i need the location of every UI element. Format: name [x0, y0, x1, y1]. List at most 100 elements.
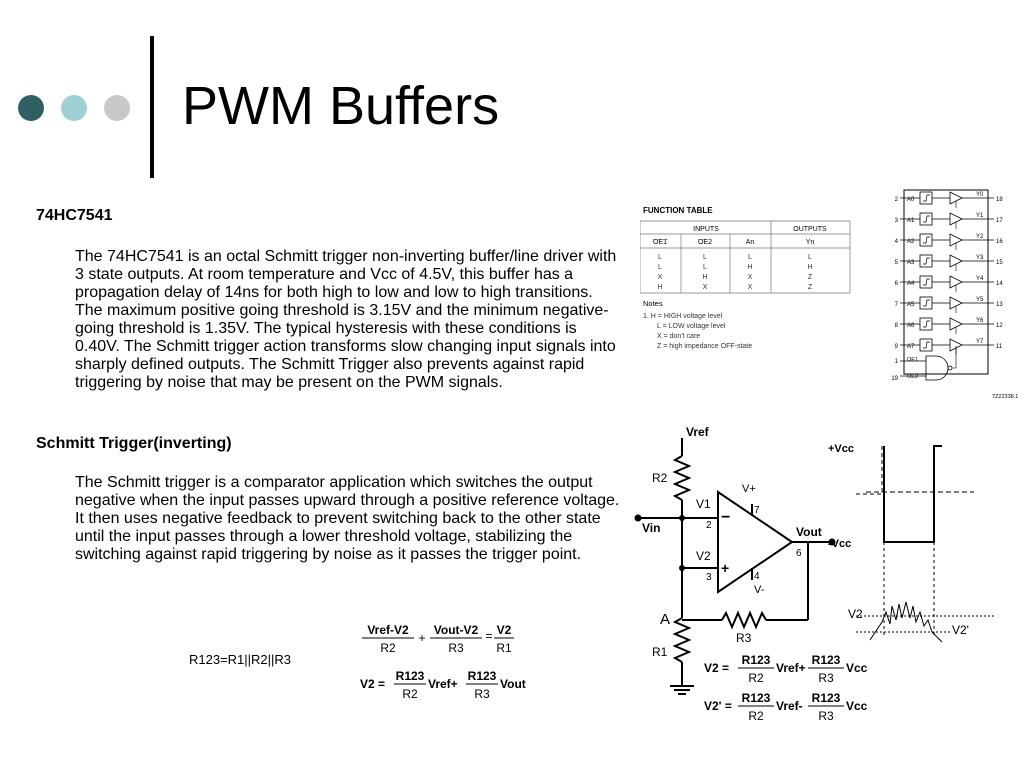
formula-term: Vref-: [776, 699, 803, 713]
ic-input-label: A5: [907, 302, 915, 308]
schmitt-symbol: [919, 254, 933, 268]
ic-pin-number: 5: [895, 260, 899, 266]
function-table-col-an: An: [746, 239, 755, 246]
function-table-outputs-header: OUTPUTS: [793, 226, 827, 233]
circuit-label-pin7: 7: [754, 505, 760, 516]
ic-output-label: Y1: [976, 213, 984, 219]
fraction-numerator: R123: [396, 669, 425, 683]
ic-pin-number: 18: [996, 197, 1003, 203]
ic-output-label: Y5: [976, 297, 984, 303]
fraction-denominator: R3: [474, 687, 490, 701]
section-heading-74hc7541: 74HC7541: [36, 207, 113, 224]
waveform-label-pos-vcc: +Vcc: [828, 443, 854, 455]
ic-output-label: Y3: [976, 255, 984, 261]
function-table-inputs-header: INPUTS: [693, 226, 719, 233]
ic-oe-label: OE2: [907, 374, 918, 380]
ic-input-label: A4: [907, 281, 915, 287]
ic-pin-number: 16: [996, 239, 1003, 245]
section-body-74hc7541: The 74HC7541 is an octal Schmitt trigger…: [75, 248, 617, 391]
table-cell: H: [807, 264, 812, 271]
section-heading-schmitt: Schmitt Trigger(inverting): [36, 435, 232, 452]
function-table-title: FUNCTION TABLE: [643, 206, 713, 215]
operator-plus: +: [418, 631, 425, 645]
fraction-numerator: Vout-V2: [434, 623, 479, 637]
formula-r123-text: R123=R1||R2||R3: [189, 652, 291, 667]
ic-pin-number: 14: [996, 281, 1003, 287]
schmitt-symbol: [919, 275, 933, 289]
table-cell: L: [808, 254, 812, 261]
circuit-label-v2: V2: [696, 549, 711, 563]
ic-input-label: A2: [907, 239, 915, 245]
fraction-numerator: R123: [812, 691, 841, 705]
ic-input-label: A1: [907, 218, 915, 224]
function-table-col-yn: Yn: [806, 239, 815, 246]
waveform-label-neg-vcc: -Vcc: [828, 538, 851, 550]
fraction-denominator: R3: [818, 709, 834, 723]
schmitt-trigger-circuit: Vref R2 V1 Vin V2 2 3 − + V+ 7 4 V- Vout…: [634, 425, 836, 695]
schmitt-symbol: [919, 296, 933, 310]
table-cell: H: [702, 274, 707, 281]
title-divider: [150, 36, 154, 178]
ic-output-label: Y0: [976, 192, 984, 198]
ic-pin-number: 1: [895, 359, 899, 365]
circuit-label-r1: R1: [652, 645, 668, 659]
ic-input-label: A3: [907, 260, 915, 266]
fraction-denominator: R2: [748, 671, 764, 685]
table-cell: L: [748, 254, 752, 261]
nor-gate-symbol: [925, 355, 949, 381]
ic-pin-number: 12: [996, 323, 1003, 329]
ic-output-label: Y4: [976, 276, 984, 282]
circuit-label-r2: R2: [652, 471, 668, 485]
function-table-notes-title: Notes: [643, 299, 663, 308]
schmitt-symbol: [919, 233, 933, 247]
table-cell: L: [658, 264, 662, 271]
ic-output-label: Y2: [976, 234, 984, 240]
table-cell: Z: [808, 284, 813, 291]
ic-pin-number: 19: [891, 376, 898, 382]
table-cell: L: [703, 264, 707, 271]
decor-dot-gray: [104, 95, 130, 121]
schmitt-symbol: [919, 317, 933, 331]
schmitt-symbol: [919, 212, 933, 226]
waveform-label-v2-prime: V2': [952, 623, 969, 637]
schmitt-symbol: [919, 338, 933, 352]
table-cell: H: [747, 264, 752, 271]
circuit-label-vout: Vout: [796, 525, 822, 539]
table-cell: L: [658, 254, 662, 261]
circuit-label-vin: Vin: [642, 521, 660, 535]
table-cell: L: [703, 254, 707, 261]
formula-lhs: V2 =: [360, 677, 385, 691]
fraction-denominator: R2: [402, 687, 418, 701]
ic-pin-number: 4: [895, 239, 899, 245]
formula-lhs: V2 =: [704, 661, 729, 675]
table-cell: X: [703, 284, 708, 291]
circuit-label-r3: R3: [736, 631, 752, 645]
ic-input-label: A6: [907, 323, 915, 329]
output-waveform: +Vcc -Vcc V2 V2': [828, 443, 994, 643]
function-table-notes: 1. H = HIGH voltage level L = LOW voltag…: [643, 313, 752, 350]
ic-oe-label: OE1: [907, 357, 918, 363]
function-table-rows: L L L L L L H H X H X Z H X X Z: [657, 254, 812, 291]
table-cell: X: [748, 284, 753, 291]
table-cell: H: [657, 284, 662, 291]
ic-output-label: Y6: [976, 318, 984, 324]
circuit-label-pin2: 2: [706, 520, 712, 531]
fraction-numerator: Vref-V2: [367, 623, 409, 637]
note-line: Z = high impedance OFF-state: [657, 343, 752, 350]
formula-term: Vcc: [846, 661, 868, 675]
formula-term: Vref+: [776, 661, 806, 675]
fraction-numerator: R123: [742, 653, 771, 667]
circuit-label-pin6: 6: [796, 548, 802, 559]
fraction-numerator: V2: [497, 623, 512, 637]
ic-input-label: A7: [907, 344, 915, 350]
ic-pin-number: 6: [895, 281, 899, 287]
formula-term: Vref+: [428, 677, 458, 691]
ic-input-label: A0: [907, 197, 915, 203]
function-table: FUNCTION TABLE INPUTS OUTPUTS OE1 OE2 An…: [640, 206, 851, 350]
ic-output-label: Y7: [976, 339, 984, 345]
decor-dot-light: [61, 95, 87, 121]
function-table-col-oe1: OE1: [653, 239, 667, 246]
ic-diagram-code: 7Z22338.1: [992, 394, 1018, 400]
note-line: L = LOW voltage level: [657, 323, 726, 330]
